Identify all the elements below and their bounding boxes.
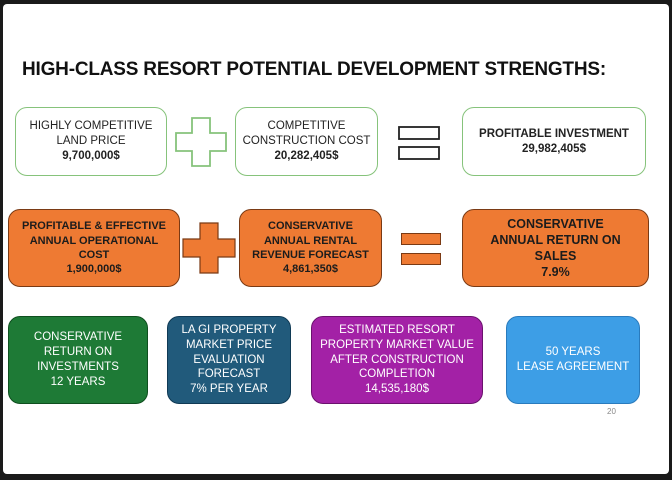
market-forecast-line-3: EVALUATION xyxy=(193,353,265,366)
slide: HIGH-CLASS RESORT POTENTIAL DEVELOPMENT … xyxy=(3,4,669,474)
land-price-label-line-1: HIGHLY COMPETITIVE xyxy=(29,120,153,133)
market-forecast-line-4: FORECAST xyxy=(197,368,261,381)
plus-solid-icon xyxy=(182,222,236,274)
market-price-forecast-box: LA GI PROPERTY MARKET PRICE EVALUATION F… xyxy=(167,316,291,404)
resort-market-value-box: ESTIMATED RESORT PROPERTY MARKET VALUE A… xyxy=(311,316,483,404)
construction-cost-value: 20,282,405$ xyxy=(274,149,339,162)
roi-label-line-4: 12 YEARS xyxy=(50,375,106,388)
rental-revenue-label-line-2: ANNUAL RENTAL xyxy=(263,234,358,247)
lease-agreement-box: 50 YEARS LEASE AGREEMENT xyxy=(506,316,640,404)
construction-cost-box: COMPETITIVE CONSTRUCTION COST 20,282,405… xyxy=(235,107,378,176)
rental-revenue-box: CONSERVATIVE ANNUAL RENTAL REVENUE FOREC… xyxy=(239,209,382,287)
operational-cost-label-line-2: ANNUAL OPERATIONAL xyxy=(29,234,159,247)
operational-cost-box: PROFITABLE & EFFECTIVE ANNUAL OPERATIONA… xyxy=(8,209,180,287)
operational-cost-value: 1,900,000$ xyxy=(66,263,122,276)
land-price-box: HIGHLY COMPETITIVE LAND PRICE 9,700,000$ xyxy=(15,107,167,176)
equals-outline-icon xyxy=(398,126,440,160)
roi-label-line-3: INVESTMENTS xyxy=(37,361,119,373)
resort-value-line-3: AFTER CONSTRUCTION xyxy=(330,353,464,366)
return-on-sales-box: CONSERVATIVE ANNUAL RETURN ON SALES 7.9% xyxy=(462,209,649,287)
return-on-sales-label-line-3: SALES xyxy=(534,249,577,263)
profitable-investment-value: 29,982,405$ xyxy=(522,142,586,155)
page-number: 20 xyxy=(607,407,616,416)
equals-solid-icon xyxy=(401,233,441,265)
return-on-sales-label-line-1: CONSERVATIVE xyxy=(507,216,604,231)
operational-cost-label-line-1: PROFITABLE & EFFECTIVE xyxy=(21,220,167,233)
market-forecast-line-5: 7% PER YEAR xyxy=(190,383,268,396)
resort-value-line-4: COMPLETION xyxy=(358,368,436,381)
profitable-investment-label: PROFITABLE INVESTMENT xyxy=(479,127,629,140)
roi-label-line-2: RETURN ON xyxy=(43,346,113,359)
resort-value-line-1: ESTIMATED RESORT xyxy=(339,323,455,336)
construction-cost-label-line-1: COMPETITIVE xyxy=(267,120,346,133)
construction-cost-label-line-2: CONSTRUCTION COST xyxy=(242,135,371,148)
lease-line-2: LEASE AGREEMENT xyxy=(516,361,630,373)
lease-line-1: 50 YEARS xyxy=(545,346,601,359)
slide-title: HIGH-CLASS RESORT POTENTIAL DEVELOPMENT … xyxy=(22,59,606,80)
market-forecast-line-2: MARKET PRICE xyxy=(185,338,273,351)
rental-revenue-label-line-1: CONSERVATIVE xyxy=(268,220,353,233)
operational-cost-label-line-3: COST xyxy=(78,249,110,261)
land-price-value: 9,700,000$ xyxy=(62,149,120,162)
rental-revenue-label-line-3: REVENUE FORECAST xyxy=(252,249,369,261)
plus-outline-icon xyxy=(175,117,227,167)
market-forecast-line-1: LA GI PROPERTY xyxy=(181,323,277,336)
return-on-investments-box: CONSERVATIVE RETURN ON INVESTMENTS 12 YE… xyxy=(8,316,148,404)
return-on-sales-value: 7.9% xyxy=(541,265,570,280)
roi-label-line-1: CONSERVATIVE xyxy=(33,331,123,344)
rental-revenue-value: 4,861,350$ xyxy=(282,263,339,276)
land-price-label-line-2: LAND PRICE xyxy=(56,135,126,148)
resort-value-line-2: PROPERTY MARKET VALUE xyxy=(320,338,474,351)
profitable-investment-box: PROFITABLE INVESTMENT 29,982,405$ xyxy=(462,107,646,176)
return-on-sales-label-line-2: ANNUAL RETURN ON xyxy=(490,232,621,247)
resort-value-amount: 14,535,180$ xyxy=(365,383,429,396)
